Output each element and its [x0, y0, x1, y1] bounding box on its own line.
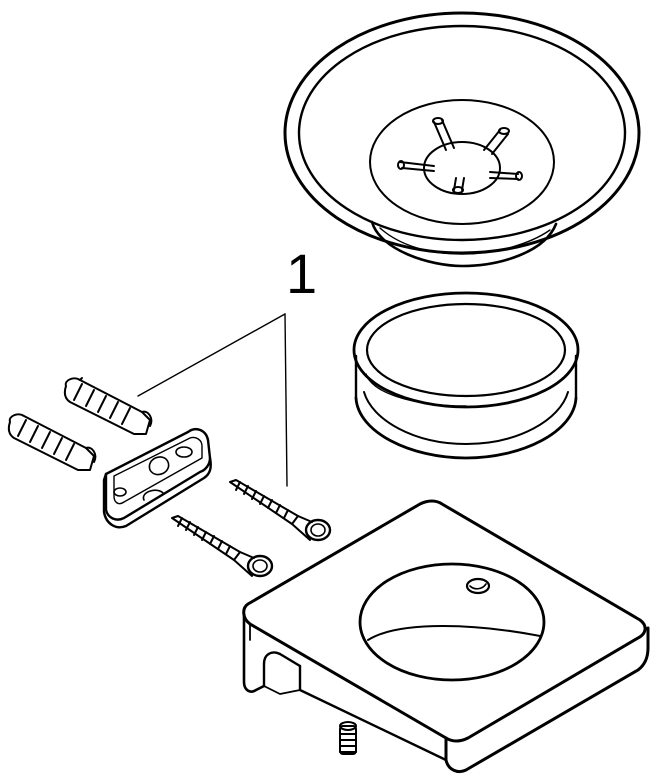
- callout-leader-lines: [137, 313, 288, 487]
- screw: [229, 479, 332, 542]
- rubber-ring: [352, 291, 580, 460]
- wall-plug: [7, 413, 97, 471]
- soap-dish: [283, 11, 641, 268]
- callout-number: 1: [286, 242, 318, 305]
- screw: [171, 515, 274, 578]
- wall-plug: [63, 377, 153, 435]
- set-screw: [339, 721, 357, 755]
- mounting-plate: [102, 428, 212, 529]
- wall-holder: [242, 499, 650, 774]
